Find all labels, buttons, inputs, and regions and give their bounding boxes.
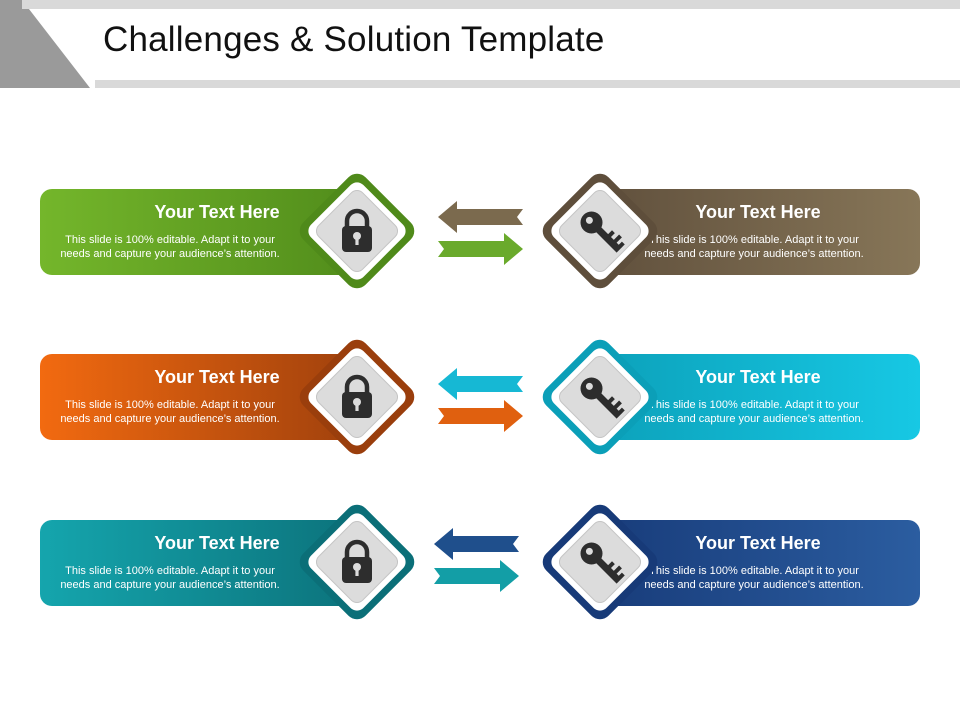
arrow-left-icon — [434, 528, 519, 560]
card-body-line: needs and capture your audience’s attent… — [60, 413, 280, 425]
lock-badge — [292, 332, 422, 462]
card-body-line: needs and capture your audience’s attent… — [60, 579, 280, 591]
card-body-line: needs and capture your audience’s attent… — [644, 248, 864, 260]
card-body-text: This slide is 100% editable. Adapt it to… — [624, 564, 884, 592]
card-body-line: This slide is 100% editable. Adapt it to… — [649, 234, 859, 246]
key-icon — [580, 542, 625, 584]
card-heading: Your Text Here — [695, 202, 821, 222]
lock-badge — [292, 497, 422, 627]
card-body-text: This slide is 100% editable. Adapt it to… — [40, 398, 300, 426]
lock-icon — [342, 374, 372, 418]
arrow-right-icon — [438, 400, 523, 432]
corner-accent — [0, 0, 90, 88]
lock-badge — [292, 166, 422, 296]
card-heading: Your Text Here — [695, 367, 821, 387]
card-body-line: This slide is 100% editable. Adapt it to… — [649, 565, 859, 577]
key-diamond — [542, 173, 658, 289]
card-body-line: This slide is 100% editable. Adapt it to… — [65, 234, 275, 246]
card-body-text: This slide is 100% editable. Adapt it to… — [40, 564, 300, 592]
card-heading: Your Text Here — [154, 533, 280, 553]
arrow-right-icon — [438, 233, 523, 265]
top-bar — [22, 0, 960, 9]
card-body-line: This slide is 100% editable. Adapt it to… — [649, 399, 859, 411]
lock-icon — [342, 208, 372, 252]
key-badge — [535, 166, 665, 296]
card-body-line: needs and capture your audience’s attent… — [644, 413, 864, 425]
card-body-text: This slide is 100% editable. Adapt it to… — [624, 233, 884, 261]
lock-diamond — [299, 504, 415, 620]
key-badge — [535, 497, 665, 627]
key-diamond — [542, 339, 658, 455]
card-body-line: This slide is 100% editable. Adapt it to… — [65, 565, 275, 577]
arrow-left-icon — [438, 368, 523, 400]
solution-card: Your Text Here This slide is 100% editab… — [580, 520, 920, 606]
card-body-line: needs and capture your audience’s attent… — [644, 579, 864, 591]
lock-diamond — [299, 173, 415, 289]
card-body-text: This slide is 100% editable. Adapt it to… — [40, 233, 300, 261]
lock-diamond — [299, 339, 415, 455]
key-icon — [580, 211, 625, 253]
lock-icon — [342, 539, 372, 583]
card-body-line: needs and capture your audience’s attent… — [60, 248, 280, 260]
title-underline-bar — [95, 80, 960, 88]
challenge-card: Your Text Here This slide is 100% editab… — [40, 354, 380, 440]
slide-title: Challenges & Solution Template — [103, 20, 605, 59]
arrow-left-icon — [438, 201, 523, 233]
key-badge — [535, 332, 665, 462]
key-diamond — [542, 504, 658, 620]
card-heading: Your Text Here — [154, 367, 280, 387]
key-icon — [580, 377, 625, 419]
card-heading: Your Text Here — [695, 533, 821, 553]
card-heading: Your Text Here — [154, 202, 280, 222]
card-body-line: This slide is 100% editable. Adapt it to… — [65, 399, 275, 411]
card-body-text: This slide is 100% editable. Adapt it to… — [624, 398, 884, 426]
arrow-right-icon — [434, 560, 519, 592]
